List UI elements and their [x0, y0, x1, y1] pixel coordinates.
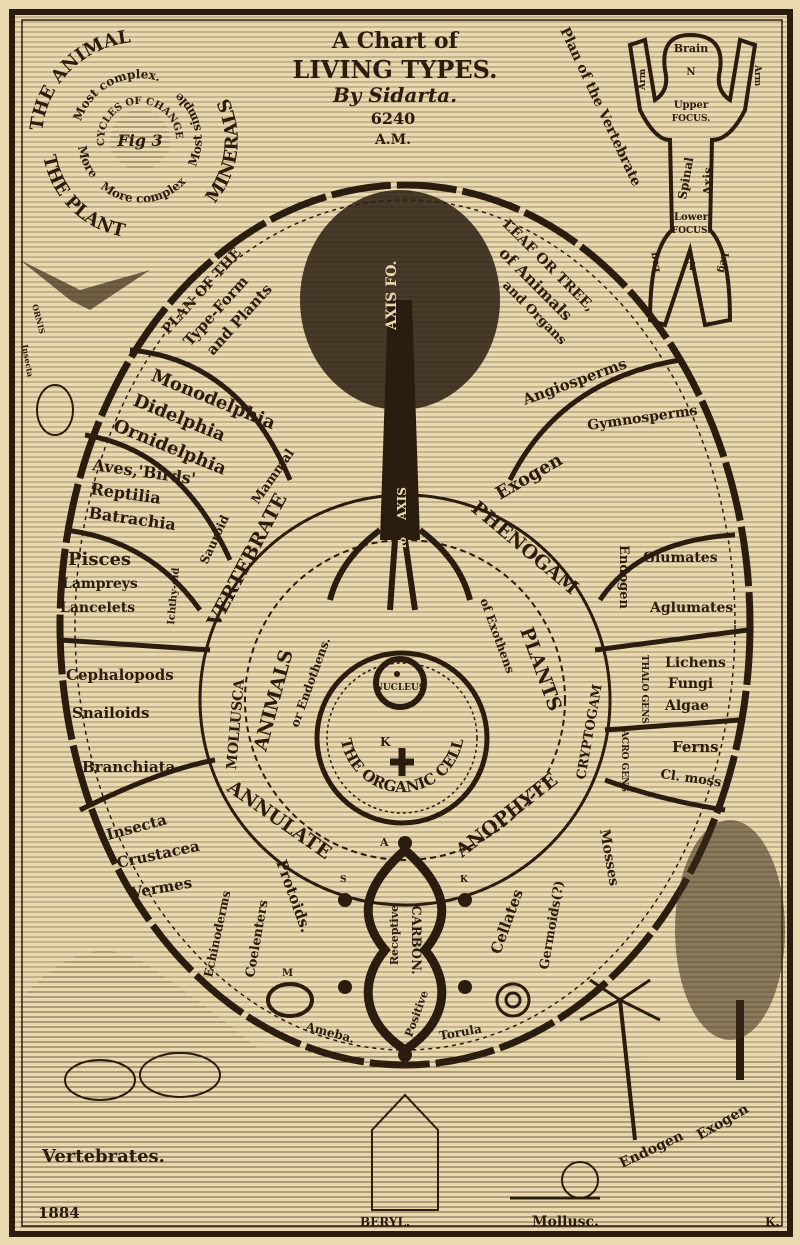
seg-snailoids: Snailoids — [72, 704, 150, 722]
upper-focus-1: Upper — [674, 100, 709, 111]
lower-focus-2: FOCUS. — [672, 226, 711, 236]
seg-ferns: Ferns — [672, 738, 719, 756]
arm-left-label: Arm — [638, 68, 648, 91]
carbon-a-label: A — [379, 836, 389, 849]
seg-lichens: Lichens — [665, 655, 726, 671]
beryl-crystal-icon — [371, 1093, 439, 1211]
seg-thalogens-tag: THALO GENS — [639, 655, 649, 724]
label-year: 1884 — [38, 1204, 80, 1222]
seg-mollusca-tag: MOLLUSCA — [224, 677, 248, 770]
butterfly-icon — [36, 384, 74, 436]
tree-axis-label: AXIS FO. — [384, 261, 400, 331]
label-beryl: BERYL. — [360, 1215, 410, 1229]
arm-right-label: Arm — [752, 64, 762, 87]
exogen-tree-icon — [675, 820, 785, 1040]
title-line-3: By Sidarta. — [332, 83, 457, 107]
carbon-label: CARBON. — [408, 905, 423, 974]
landscape-illustration — [20, 820, 785, 1230]
sheep-icon — [64, 1059, 136, 1101]
sheep-icon — [139, 1052, 221, 1098]
title-block: A Chart of LIVING TYPES. By Sidarta. 624… — [293, 28, 498, 148]
carbon-figure — [338, 836, 472, 1062]
outer-frame — [9, 9, 793, 1237]
seg-branchiata: Branchiata — [82, 758, 176, 776]
label-m: M — [282, 968, 293, 979]
tree-of-life-illustration — [300, 190, 500, 611]
seg-ichthyoid-tag: Ichthy-oid — [166, 567, 182, 625]
n-label: N — [686, 67, 695, 78]
label-k: K. — [765, 1215, 780, 1229]
tree-axis-lower: AXIS — [395, 487, 409, 521]
label-mollusc: Mollusc. — [532, 1214, 599, 1230]
endogen-palm-icon — [579, 978, 661, 1022]
t-label: T — [687, 260, 696, 273]
ameba-icon — [266, 982, 314, 1018]
lower-focus-1: Lower — [674, 212, 709, 223]
seg-lancelets: Lancelets — [60, 600, 135, 616]
vertebrate-plan-figure — [627, 32, 758, 328]
organic-cell-illustration — [314, 650, 490, 826]
cell-k-label: K — [380, 735, 391, 749]
carbon-k-label: K — [460, 875, 469, 885]
leg-left-label: Leg — [649, 251, 663, 273]
carbon-receptive: Receptive — [388, 905, 401, 965]
title-line-2: LIVING TYPES. — [293, 55, 498, 84]
tree-axis-fo: fo — [398, 537, 409, 548]
label-vertebrates: Vertebrates. — [41, 1146, 165, 1167]
leg-right-label: Leg — [716, 251, 730, 273]
seg-fungi: Fungi — [668, 676, 713, 692]
title-line-4: 6240 — [371, 109, 416, 128]
seg-lampreys: Lampreys — [62, 576, 138, 592]
seg-cephalopods: Cephalopods — [66, 666, 174, 684]
right-segment-dividers — [507, 357, 749, 813]
seg-endogen-tag: Endogen — [616, 545, 631, 609]
title-line-5: A.M. — [374, 132, 411, 148]
brain-label: Brain — [674, 42, 708, 55]
title-line-1: A Chart of — [331, 28, 460, 54]
cycle-fig-label: Fig 3 — [116, 131, 162, 150]
cell-nucleus-label: NUCLEUS — [375, 683, 426, 693]
swallow-bird-icon — [20, 260, 150, 310]
carbon-s-label: S — [340, 875, 347, 885]
seg-glumates: Glumates — [643, 550, 718, 566]
seg-algae: Algae — [664, 698, 709, 714]
seg-acrogens-tag: ACRO GENS — [619, 729, 629, 792]
torula-icon — [495, 982, 531, 1018]
axis-label: Axis — [701, 167, 715, 196]
seg-aglumates: Aglumates — [649, 600, 733, 616]
upper-focus-2: FOCUS. — [672, 114, 711, 124]
left-segment-dividers — [59, 347, 293, 813]
seg-pisces: Pisces — [68, 549, 131, 570]
